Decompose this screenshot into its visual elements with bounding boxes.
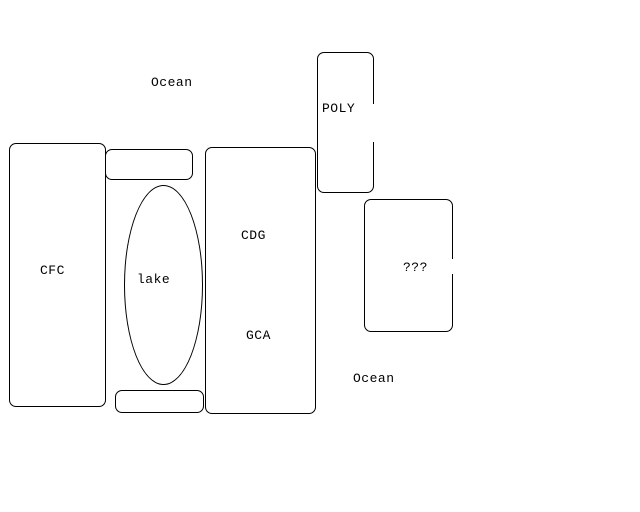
- bottom-small-box: [115, 390, 204, 413]
- cfc-box: [9, 143, 106, 407]
- cdg-label: CDG: [241, 228, 266, 243]
- lake-label: lake: [137, 272, 171, 287]
- ocean-label-top: Ocean: [151, 75, 193, 90]
- cdg-gca-box: [205, 147, 316, 414]
- cfc-label: CFC: [40, 263, 65, 278]
- lake-ellipse: [124, 185, 203, 385]
- ocean-label-bottom: Ocean: [353, 371, 395, 386]
- unknown-box-gap: [450, 259, 456, 274]
- poly-box-gap: [371, 104, 377, 142]
- poly-box: [317, 52, 374, 193]
- top-small-box: [105, 149, 193, 180]
- gca-label: GCA: [246, 328, 271, 343]
- poly-label: POLY: [322, 101, 356, 116]
- unknown-label: ???: [403, 260, 428, 275]
